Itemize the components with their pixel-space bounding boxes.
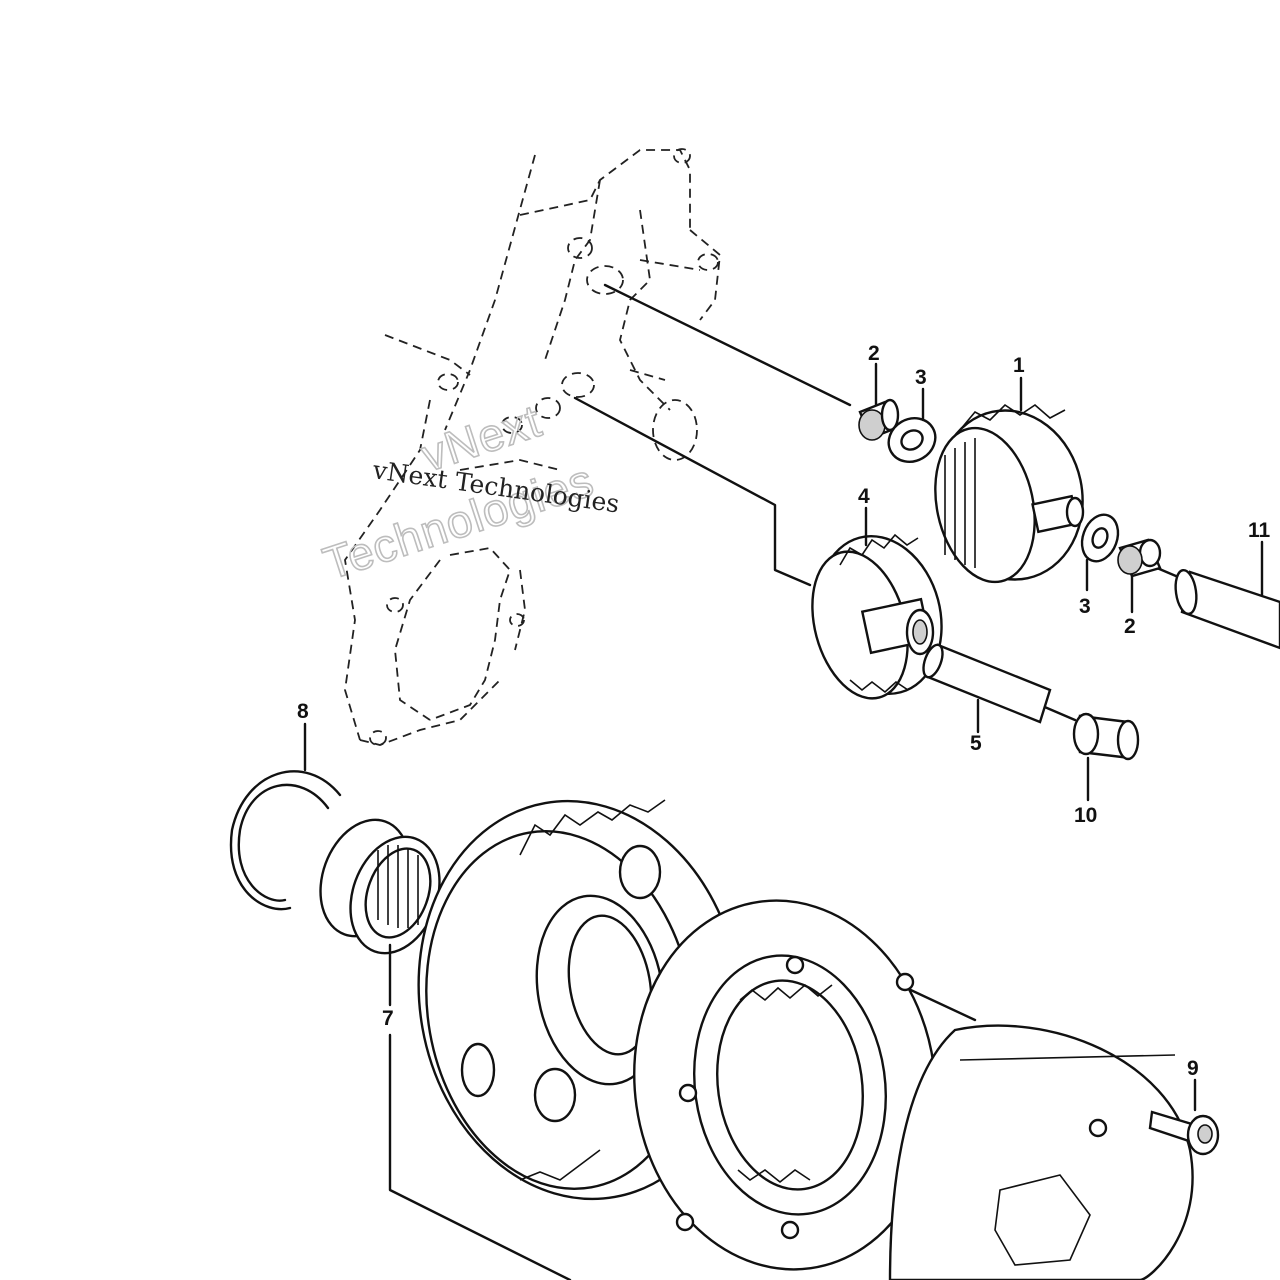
callout-leader-lines <box>303 362 1264 1280</box>
part-9-bolt <box>1148 1110 1220 1156</box>
callout-7: 7 <box>382 1007 394 1030</box>
housing-phantom-outline <box>344 148 721 746</box>
part-1-clutch-assembly <box>934 403 1085 584</box>
callout-11: 11 <box>1248 519 1271 542</box>
part-7-needle-bearing <box>319 818 441 955</box>
callout-1: 1 <box>1013 354 1025 377</box>
callout-10: 10 <box>1074 804 1097 827</box>
watermark: vNext Technologies vNext Technologies <box>316 393 621 590</box>
part-4-gear <box>811 533 943 700</box>
part-2-bushing-upper <box>858 398 900 441</box>
part-5-pin <box>922 643 1052 724</box>
callout-2-upper: 2 <box>868 342 880 365</box>
callout-9: 9 <box>1187 1057 1199 1080</box>
callout-4: 4 <box>858 485 870 508</box>
splined-hub <box>633 899 937 1271</box>
callout-8: 8 <box>297 700 309 723</box>
part-2-bushing-lower <box>1117 538 1162 578</box>
part-3-washer-lower <box>1080 513 1120 563</box>
part-11-shaft <box>1174 568 1280 650</box>
callout-3-lower: 3 <box>1079 595 1091 618</box>
part-3-washer-upper <box>887 417 937 463</box>
callout-labels: 1 2 3 4 3 2 11 5 10 8 7 9 <box>297 342 1271 1080</box>
part-10-sleeve <box>1072 712 1140 761</box>
callout-3-upper: 3 <box>915 366 927 389</box>
drum-housing <box>888 1024 1194 1280</box>
part-8-snap-ring <box>229 770 342 911</box>
callout-2-lower: 2 <box>1124 615 1136 638</box>
callout-5: 5 <box>970 732 982 755</box>
